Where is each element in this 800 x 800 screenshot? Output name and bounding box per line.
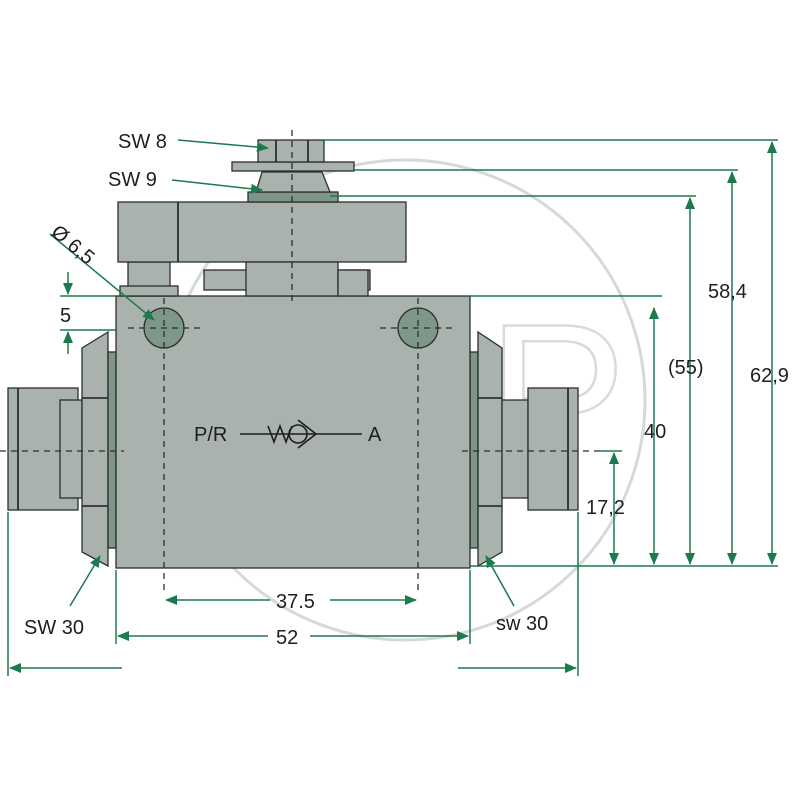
dim-37-5-label: 37.5 <box>276 591 315 613</box>
dim-40-label: 40 <box>644 421 666 443</box>
right-thread <box>527 387 579 511</box>
sw9-nut <box>255 171 331 193</box>
horizontal-dimensions <box>9 595 577 673</box>
sw8-nut <box>257 139 325 163</box>
lever-handle <box>117 201 407 263</box>
sw8-label: SW 8 <box>118 131 167 153</box>
dim-62-9-label: 62,9 <box>750 365 789 387</box>
center-lines <box>0 130 600 590</box>
right-hex-nut <box>477 330 503 568</box>
dim-55-label: (55) <box>668 357 704 379</box>
right-fitting <box>469 330 579 568</box>
dim-5-label: 5 <box>60 305 71 327</box>
dim-58-4-label: 58,4 <box>708 281 747 303</box>
left-hex-nut <box>81 330 109 568</box>
lever-assembly <box>117 139 407 297</box>
port-a-label: A <box>368 424 382 446</box>
vertical-dimensions <box>63 141 777 565</box>
left-fitting <box>7 330 117 568</box>
extension-lines <box>7 139 778 676</box>
sw30-left-label: SW 30 <box>24 617 84 639</box>
dim-52-label: 52 <box>276 627 298 649</box>
dim-17-2-label: 17,2 <box>586 497 625 519</box>
port-pr-label: P/R <box>194 424 227 446</box>
leader-lines <box>49 139 515 607</box>
hole-diameter-label: Ø 6,5 <box>47 221 99 269</box>
sw30-right-label: sw 30 <box>496 613 548 635</box>
check-valve-symbol: P/R A <box>194 419 382 449</box>
sw9-label: SW 9 <box>108 169 157 191</box>
